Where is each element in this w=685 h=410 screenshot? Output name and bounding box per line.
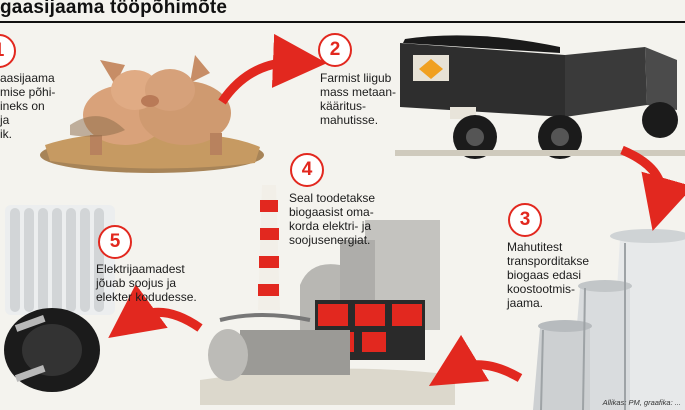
step-badge-4: 4 xyxy=(290,153,324,187)
source-credit: Allikas: PM, graafika: ... xyxy=(602,398,681,407)
step-2-caption: Farmist liigub mass metaan- kääritus- ma… xyxy=(320,71,397,127)
step-4-caption: Seal toodetakse biogaasist oma- korda el… xyxy=(289,191,376,247)
step-3-caption: Mahutitest transporditakse biogaas edasi… xyxy=(507,240,590,310)
step-badge-5: 5 xyxy=(98,225,132,259)
step-5-caption: Elektrijaamadest jõuab soojus ja elekter… xyxy=(96,262,197,304)
arrow-3-to-4 xyxy=(428,334,523,386)
step-badge-2: 2 xyxy=(318,33,352,67)
arrow-2-to-3 xyxy=(620,145,685,231)
title-rule xyxy=(0,21,685,23)
arrow-1-to-2 xyxy=(218,33,327,105)
truck-illustration xyxy=(395,35,685,159)
step-badge-3: 3 xyxy=(508,203,542,237)
tanks-illustration xyxy=(533,229,685,410)
power-plant-illustration xyxy=(200,185,455,405)
step-1-caption: aasijaama mise põhi- ineks on ja ik. xyxy=(0,71,56,141)
radiator-plug-illustration xyxy=(4,205,115,392)
pigs-illustration xyxy=(40,55,264,173)
arrow-4-to-5 xyxy=(108,284,203,338)
page-title: gaasijaama tööpõhimõte xyxy=(0,0,228,18)
